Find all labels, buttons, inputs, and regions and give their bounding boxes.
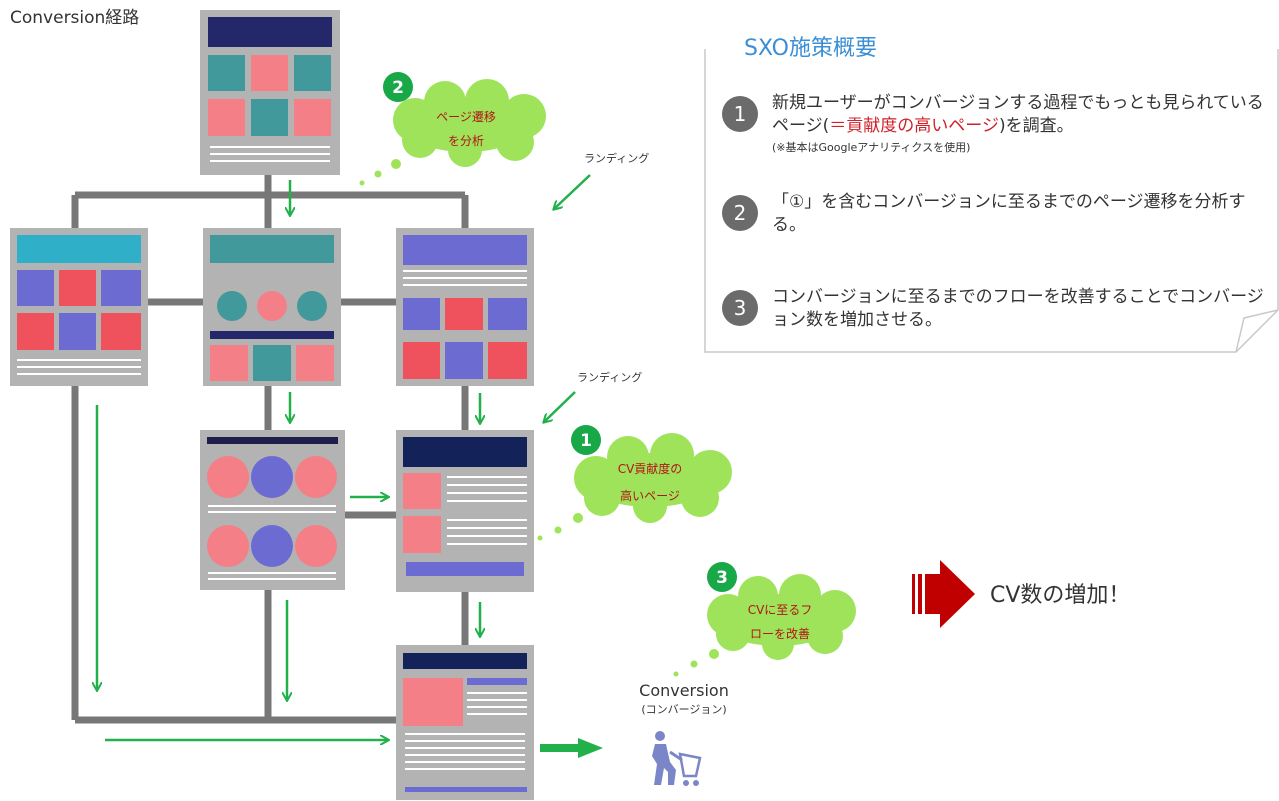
step-1-text: 新規ユーザーがコンバージョンする過程でもっとも見られているページ(＝貢献度の高い…: [772, 92, 1272, 156]
summary-frame: [704, 49, 1279, 353]
sxo-summary-panel: SXO施策概要 1 新規ユーザーがコンバージョンする過程でもっとも見られているペ…: [704, 30, 1279, 360]
step-3-number: 3: [722, 290, 758, 326]
step-2-text: 「①」を含むコンバージョンに至るまでのページ遷移を分析する。: [772, 192, 1246, 235]
conversion-sublabel: (コンバージョン): [641, 703, 726, 716]
cloud-1-badge: 1: [580, 431, 592, 451]
flow-arrows: [97, 174, 591, 740]
cloud-3-line1: CVに至るフ: [748, 603, 813, 617]
cloud-page-transition: ページ遷移 を分析 2: [359, 72, 546, 186]
cloud-improve-flow: CVに至るフ ローを改善 3: [673, 562, 856, 677]
summary-heading: SXO施策概要: [734, 30, 887, 68]
diagram-title: Conversion経路: [10, 8, 139, 28]
cloud-2-badge: 2: [392, 78, 404, 98]
shopping-cart-person-icon: [652, 731, 702, 786]
result-text: CV数の増加！: [990, 583, 1130, 608]
cloud-3-line2: ローを改善: [750, 626, 810, 641]
result-arrow-icon: [912, 560, 975, 628]
step-1-number: 1: [722, 96, 758, 132]
cloud-1-line1: CV貢献度の: [618, 461, 683, 476]
page-right: [396, 228, 534, 386]
step-1-highlight: ＝貢献度の高いページ: [829, 116, 999, 136]
page-left: [10, 228, 148, 386]
page-circles: [200, 430, 345, 590]
step-3-text: コンバージョンに至るまでのフローを改善することでコンバージョン数を増加させる。: [772, 287, 1264, 330]
cloud-2-line2: を分析: [448, 134, 484, 148]
conversion-arrow: [540, 738, 603, 758]
step-2-number: 2: [722, 195, 758, 231]
cloud-1-line2: 高いページ: [620, 488, 680, 503]
landing-label-mid: ランディング: [577, 370, 642, 384]
page-center: [203, 228, 341, 386]
step-1-note: (※基本はGoogleアナリティクスを使用): [772, 141, 971, 154]
page-top: [200, 10, 340, 175]
page-high-contribution: [396, 430, 534, 592]
cloud-3-badge: 3: [716, 568, 728, 588]
cloud-high-contribution: CV貢献度の 高いページ 1: [537, 425, 732, 541]
conversion-label: Conversion: [639, 681, 729, 700]
cloud-2-line1: ページ遷移: [436, 110, 496, 124]
landing-label-top: ランディング: [584, 151, 649, 165]
page-conversion: [396, 645, 534, 800]
